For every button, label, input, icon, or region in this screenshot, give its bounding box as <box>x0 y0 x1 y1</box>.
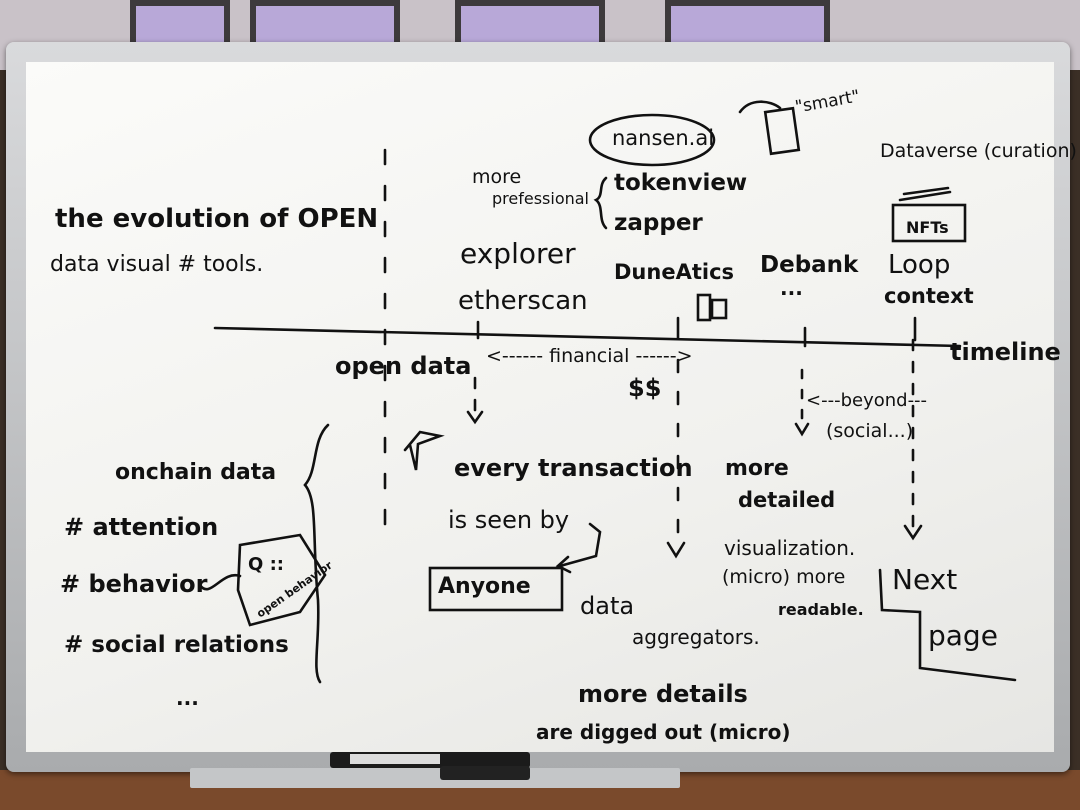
data-label: data <box>580 592 635 620</box>
onchain-item-social-relations: # social relations <box>64 632 289 658</box>
digged-out-label: are digged out (micro) <box>536 720 791 744</box>
viz-line-more: more <box>725 456 789 481</box>
board-title-line2: data visual # tools. <box>50 252 264 277</box>
onchain-item-attention: # attention <box>64 513 219 541</box>
anyone-label: Anyone <box>438 574 531 599</box>
open-data-label: open data <box>335 352 472 380</box>
explorer-label: explorer <box>460 237 576 270</box>
etherscan-label: etherscan <box>458 286 588 316</box>
anyone-box <box>428 566 564 612</box>
loop-label: Loop <box>888 250 951 280</box>
is-seen-by-label: is seen by <box>448 506 570 534</box>
marker-pen <box>440 766 530 780</box>
nfts-badge: NFTs <box>906 218 949 237</box>
viz-line-readable: readable. <box>778 600 864 619</box>
beyond-label: <---beyond--- <box>806 390 928 411</box>
onchain-item-behavior: # behavior <box>60 570 208 598</box>
tokenview-label: tokenview <box>614 170 748 196</box>
whiteboard <box>26 62 1054 752</box>
marker-label <box>350 754 440 764</box>
loop-context-label: context <box>884 284 974 308</box>
social-label: (social...) <box>826 420 914 442</box>
zapper-label: zapper <box>614 210 703 236</box>
viz-line-visualization: visualization. <box>724 536 856 560</box>
marker-tray <box>190 768 680 788</box>
dune-label: DuneAtics <box>614 260 735 284</box>
dataverse-label: Dataverse (curation) <box>880 140 1077 162</box>
onchain-title: onchain data <box>115 460 277 485</box>
timeline-label: timeline <box>950 338 1061 366</box>
every-transaction-label: every transaction <box>454 454 693 482</box>
open-behavior-badge <box>236 533 327 627</box>
nansen-oval <box>588 113 716 167</box>
timeline-line <box>213 326 962 348</box>
open-behavior-badge-q: Q :: <box>248 554 284 575</box>
star-mark <box>403 430 445 471</box>
professional-label: prefessional <box>492 189 589 208</box>
viz-line-detailed: detailed <box>738 488 836 512</box>
debank-ellipsis: ... <box>780 276 803 300</box>
next-label: Next <box>892 563 958 596</box>
financial-label: <------ financial ------> <box>486 345 693 367</box>
nansen-label: nansen.ai <box>612 126 715 150</box>
page-label: page <box>928 619 998 652</box>
debank-label: Debank <box>760 252 859 278</box>
board-title-line1: the evolution of OPEN <box>55 204 379 234</box>
more-label: more <box>472 166 522 188</box>
more-details-label: more details <box>578 680 748 708</box>
dollars-label: $$ <box>628 374 662 402</box>
aggregators-label: aggregators. <box>632 625 760 649</box>
viz-line-micro: (micro) more <box>722 566 846 588</box>
onchain-ellipsis: ... <box>176 686 199 710</box>
